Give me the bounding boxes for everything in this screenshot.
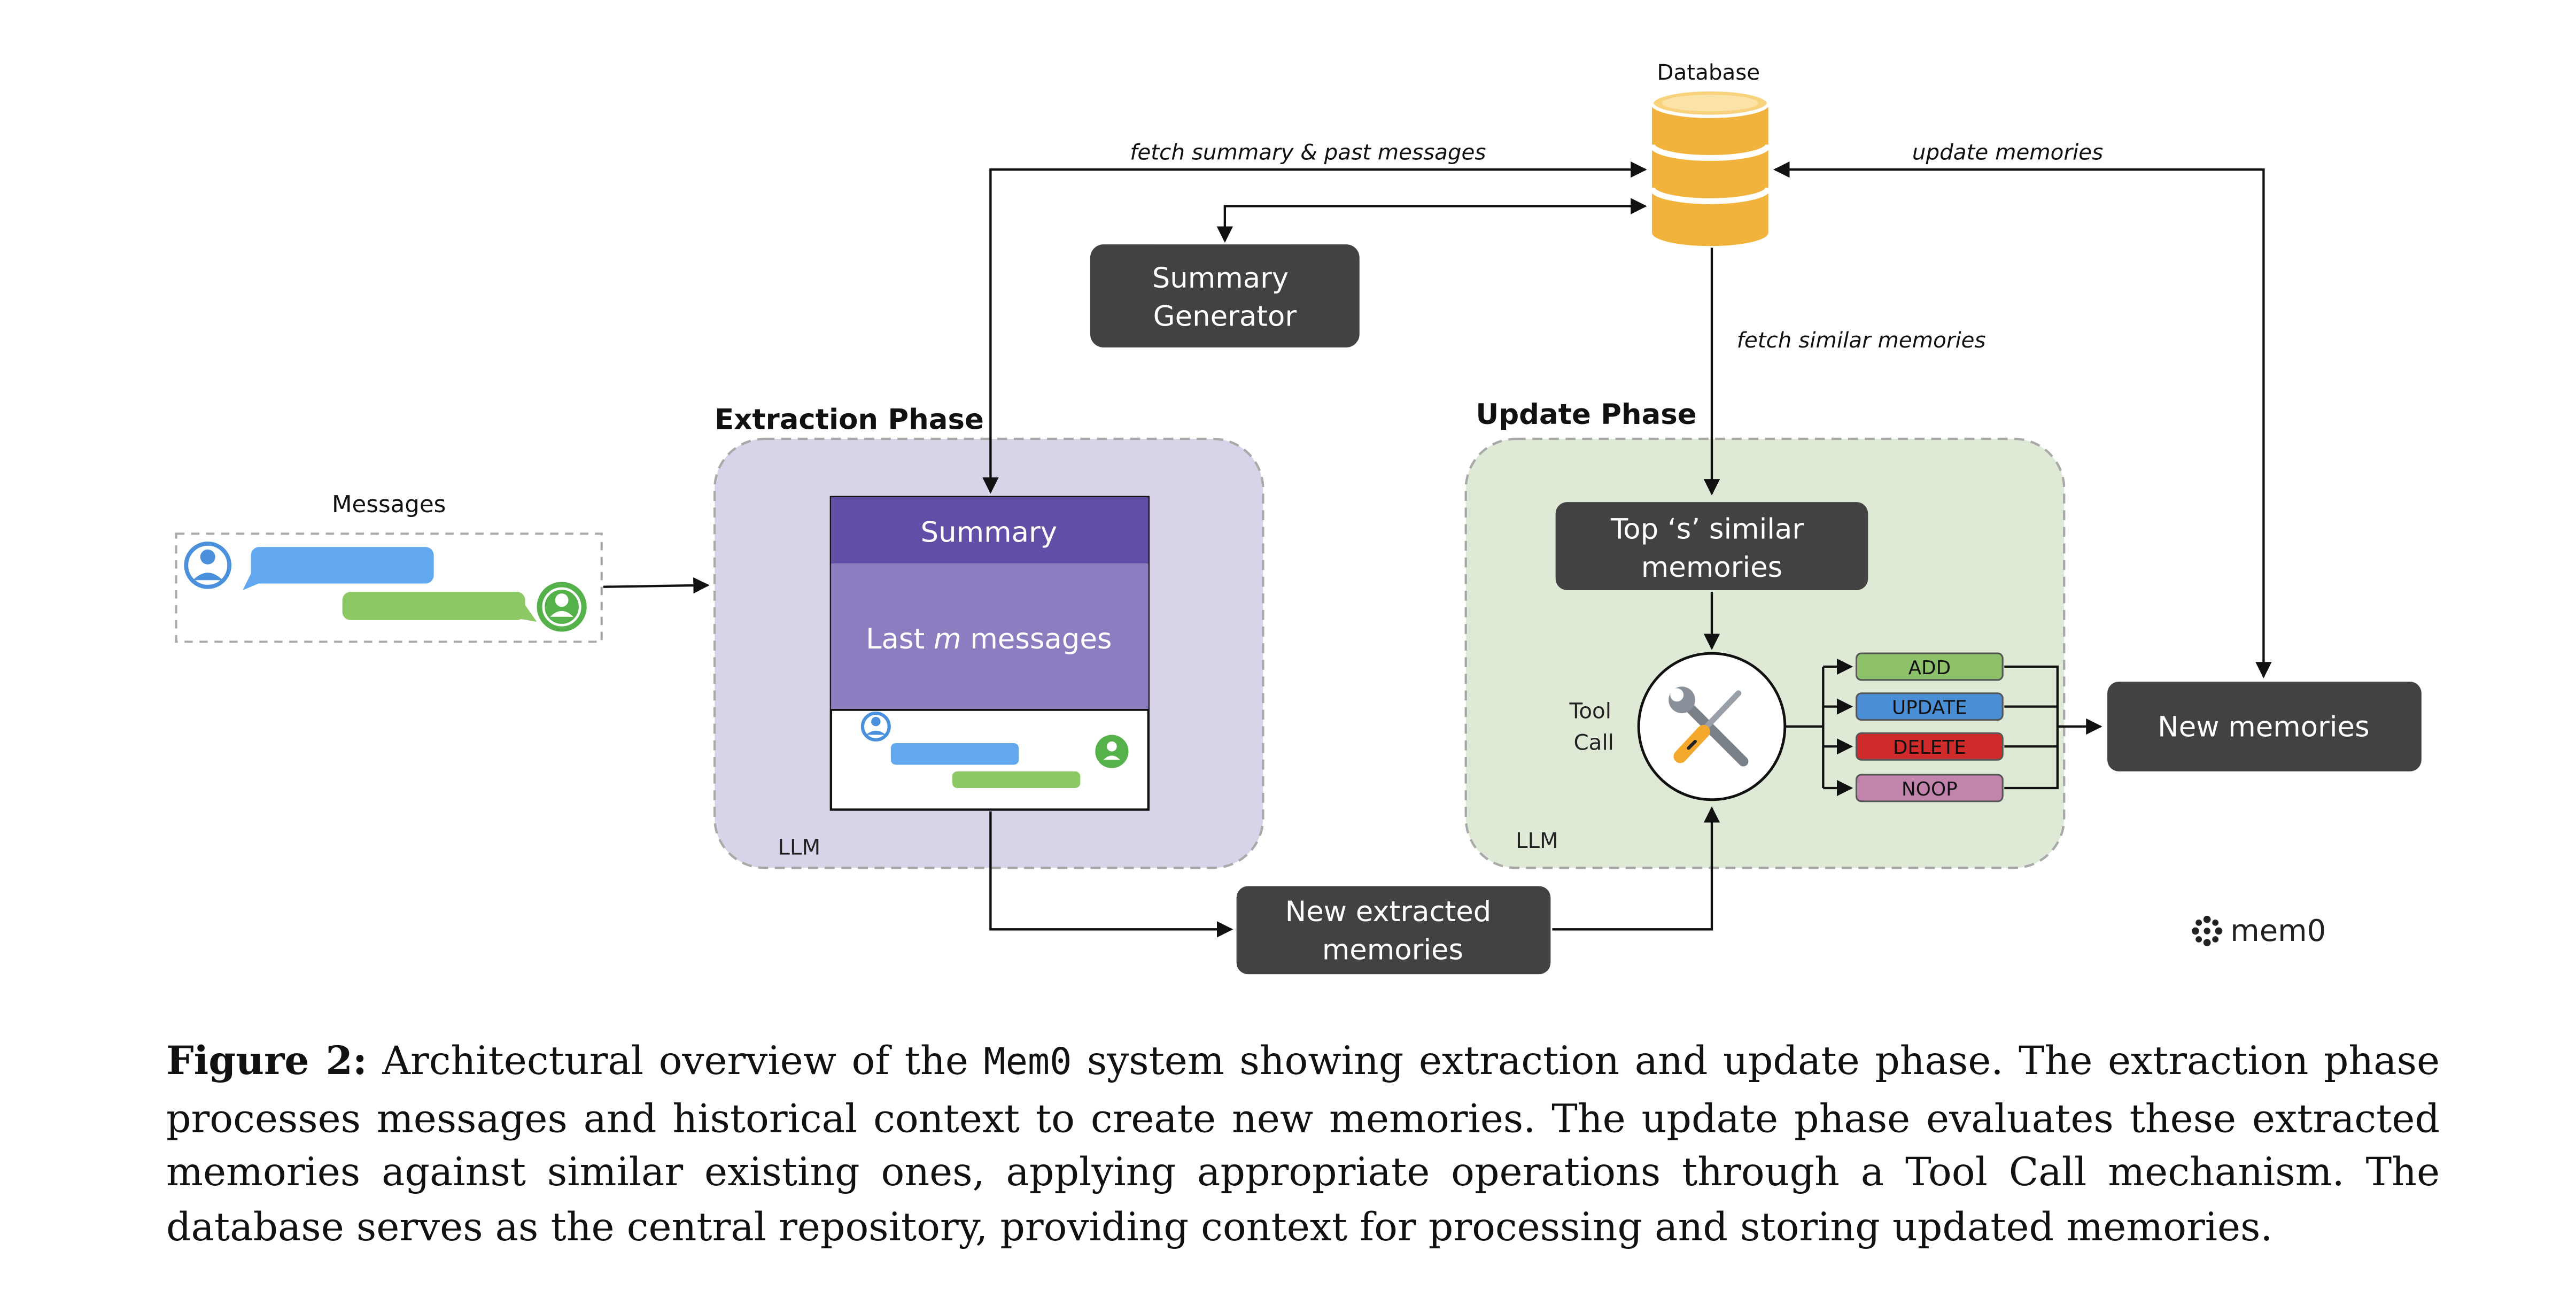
summary-bar (831, 497, 1149, 564)
edge-new-to-tool (1552, 806, 1720, 931)
new-memories-box (2107, 681, 2422, 771)
summary-generator-box (1090, 244, 1360, 348)
mini-assistant-avatar-icon (1095, 735, 1129, 768)
edge-ops-to-new-memories (2004, 665, 2100, 790)
op-noop-label: NOOP (1902, 778, 1958, 800)
caption-text-1: Architectural overview of the (367, 1037, 984, 1084)
update-phase-title: Update Phase (1476, 398, 1696, 431)
top-similar-box (1555, 502, 1868, 590)
edge-label-fetch-summary: fetch summary & past messages (1130, 140, 1486, 165)
assistant-avatar-icon (537, 582, 587, 632)
op-add (1855, 652, 2004, 681)
figure-label: Figure 2: (166, 1037, 367, 1084)
tool-call-label: Tool Call (1569, 698, 1618, 755)
op-delete-label: DELETE (1893, 737, 1966, 759)
llm-label-extraction: LLM (778, 834, 820, 860)
mini-bubble-user (890, 743, 1019, 765)
op-add-label: ADD (1908, 657, 1951, 679)
mini-bubble-assistant (952, 771, 1081, 788)
extraction-phase-title: Extraction Phase (715, 403, 984, 436)
caption-text-2: system showing extraction and update pha… (166, 1037, 2440, 1250)
mem0-logo-icon (2192, 915, 2223, 947)
top-similar-label: Top ‘s’ similar memories (1610, 513, 1813, 584)
edge-label-update-memories: update memories (1912, 140, 2103, 165)
llm-label-update: LLM (1516, 828, 1558, 853)
edges (603, 161, 2272, 938)
op-noop (1855, 774, 2004, 802)
caption-system-name: Mem0 (983, 1042, 1072, 1084)
chat-bubble-user (251, 547, 434, 584)
summary-generator-label: Summary Generator (1152, 262, 1298, 333)
figure-caption: Figure 2: Architectural overview of the … (166, 1034, 2440, 1255)
edge-update-memories (1773, 161, 2272, 678)
messages-label: Messages (332, 491, 446, 518)
new-extracted-box (1236, 886, 1551, 975)
edge-tool-to-ops (1784, 666, 1825, 788)
new-extracted-label: New extracted memories (1285, 895, 1501, 967)
brand-label: mem0 (2230, 914, 2326, 948)
edge-messages-to-extraction (603, 577, 710, 594)
op-delete (1855, 732, 2004, 761)
database-icon (1649, 88, 1772, 246)
last-messages-label: Last m messages (866, 623, 1112, 655)
op-update (1855, 692, 2004, 721)
wrench-screwdriver-icon (1669, 686, 1749, 767)
edge-extraction-to-new (989, 811, 1233, 938)
mini-user-avatar-icon (860, 711, 891, 742)
user-avatar-icon (184, 541, 232, 589)
edge-label-fetch-similar: fetch similar memories (1737, 327, 1986, 353)
op-update-label: UPDATE (1892, 697, 1967, 719)
edge-summary-generator (1216, 198, 1647, 243)
operations-list: ADD UPDATE DELETE NOOP (1855, 652, 2004, 802)
chat-bubble-assistant (342, 592, 525, 620)
database-label: Database (1657, 59, 1760, 85)
architecture-diagram: Extraction Phase Update Phase LLM LLM Da… (175, 59, 2422, 975)
summary-label: Summary (921, 516, 1057, 549)
new-memories-label: New memories (2158, 711, 2369, 744)
edge-fetch-summary (982, 161, 1647, 494)
last-messages-block (831, 563, 1149, 710)
